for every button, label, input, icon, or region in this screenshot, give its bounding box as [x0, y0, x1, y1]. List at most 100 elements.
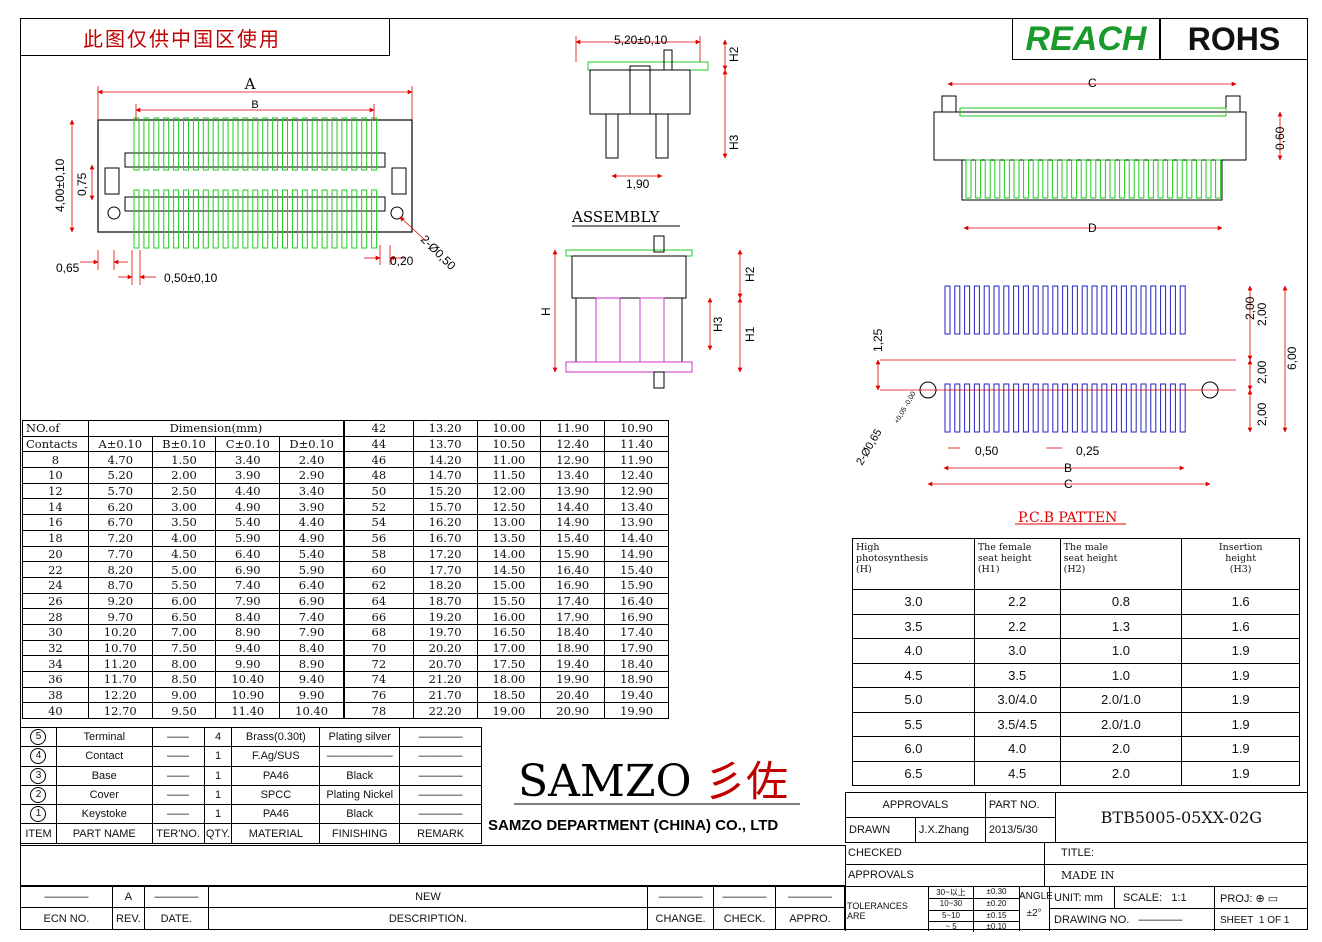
table-cell: 6.00: [151, 592, 217, 610]
table-cell: 4.90: [215, 498, 281, 516]
bom-cell-qty: 1: [203, 804, 233, 825]
table-cell: 18.70: [412, 592, 478, 610]
pcb-6-00: 6,00: [1285, 346, 1299, 370]
table-cell: 1.9: [1181, 687, 1300, 713]
tb-drawn-date: 2013/5/30: [984, 817, 1056, 843]
col-dimension: Dimension(mm): [87, 420, 345, 437]
pcb-pad-bottom: [954, 383, 961, 433]
tb-part-no-label: PART NO.: [984, 792, 1056, 818]
pin-front: [1032, 159, 1039, 199]
pin-bottom-row: [311, 189, 318, 249]
table-cell: 9.50: [151, 702, 217, 720]
bom-cell-qty: 1: [203, 765, 233, 786]
table-cell: 40: [22, 702, 89, 720]
table-cell: 6.20: [87, 498, 153, 516]
table-cell: 68: [344, 623, 414, 641]
pin-top-row: [321, 117, 328, 171]
bom-cell-ter: ——: [151, 726, 205, 748]
bom-cell-name: Base: [55, 765, 153, 786]
pcb-pad-bottom: [1179, 383, 1186, 433]
pcb-pad-bottom: [1022, 383, 1029, 433]
table-cell: 16.20: [412, 514, 478, 531]
table-cell: 18: [22, 529, 89, 547]
table-cell: 7.70: [87, 545, 153, 563]
table-cell: 12.70: [87, 702, 153, 720]
pin-bottom-row: [222, 189, 229, 249]
pcb-pad-top: [954, 285, 961, 335]
table-cell: 5.40: [279, 545, 344, 563]
table-cell: 5.00: [151, 561, 217, 578]
table-cell: 18.40: [604, 655, 669, 672]
table-cell: 3.0: [973, 638, 1061, 664]
table-cell: 15.00: [476, 576, 542, 594]
table-cell: 9.20: [87, 592, 153, 610]
pin-bottom-row: [341, 189, 348, 249]
bom-cell-finishing: Black: [319, 804, 401, 825]
pcb-pad-bottom: [1003, 383, 1010, 433]
bom-cell-item: 4: [20, 746, 57, 767]
tb-checked: CHECKED: [845, 843, 1045, 865]
pcb-pad-bottom: [1062, 383, 1069, 433]
table-cell: 4.0: [852, 638, 975, 664]
pcb-pad-bottom: [1052, 383, 1059, 433]
revision-table: ———— A ———— NEW ———— ———— ———— ECN NO. R…: [20, 885, 845, 930]
title-block: APPROVALS PART NO. BTB5005-05XX-02G DRAW…: [845, 792, 1309, 843]
col-d: D±0.10: [279, 435, 344, 453]
pin-front: [1186, 159, 1193, 199]
bom-cell-material: PA46: [231, 765, 321, 786]
tb-title: TITLE:: [1045, 843, 1308, 865]
pin-front: [1080, 159, 1087, 199]
table-cell: 5.90: [215, 529, 281, 547]
table-cell: 16.90: [540, 576, 606, 594]
pin-top-row: [232, 117, 239, 171]
table-cell: 54: [344, 514, 414, 531]
table-cell: 15.40: [540, 529, 606, 547]
bom-h-material: MATERIAL: [231, 823, 321, 844]
pcb-pad-top: [1042, 285, 1049, 335]
col-a: A±0.10: [87, 435, 153, 453]
pin-front: [1051, 159, 1058, 199]
table-cell: 52: [344, 498, 414, 516]
bom-cell-material: PA46: [231, 804, 321, 825]
tb-drawing-no: DRAWING NO. ————: [1049, 909, 1215, 931]
table-cell: 5.0: [852, 687, 975, 713]
pin-bottom-row: [291, 189, 298, 249]
tb-drawn-by: J.X.Zhang: [914, 817, 986, 843]
table-cell: 3.0: [852, 589, 975, 615]
table-cell: 13.50: [476, 529, 542, 547]
tb-drawn: DRAWN: [845, 817, 916, 843]
table-cell: 12.20: [87, 686, 153, 704]
rev-desc-val: NEW: [207, 885, 649, 908]
table-cell: 20.40: [540, 686, 606, 704]
table-cell: 19.40: [540, 655, 606, 672]
pin-top-row: [311, 117, 318, 171]
col-contacts-1: NO.of: [22, 420, 89, 437]
top-view-female: [97, 117, 413, 249]
pcb-pad-top: [1140, 285, 1147, 335]
table-cell: 9.90: [215, 655, 281, 672]
bom-cell-finishing: Plating silver: [319, 726, 401, 748]
table-cell: 3.5/4.5: [973, 711, 1061, 737]
table-cell: 17.90: [604, 639, 669, 657]
table-cell: 64: [344, 592, 414, 610]
table-cell: 12.00: [476, 482, 542, 500]
table-cell: 11.20: [87, 655, 153, 672]
table-cell: 11.90: [604, 451, 669, 469]
pcb-pad-bottom: [1101, 383, 1108, 433]
table-cell: 10.00: [476, 420, 542, 437]
drawing-frame: [20, 18, 1308, 930]
table-cell: 14.40: [540, 498, 606, 516]
